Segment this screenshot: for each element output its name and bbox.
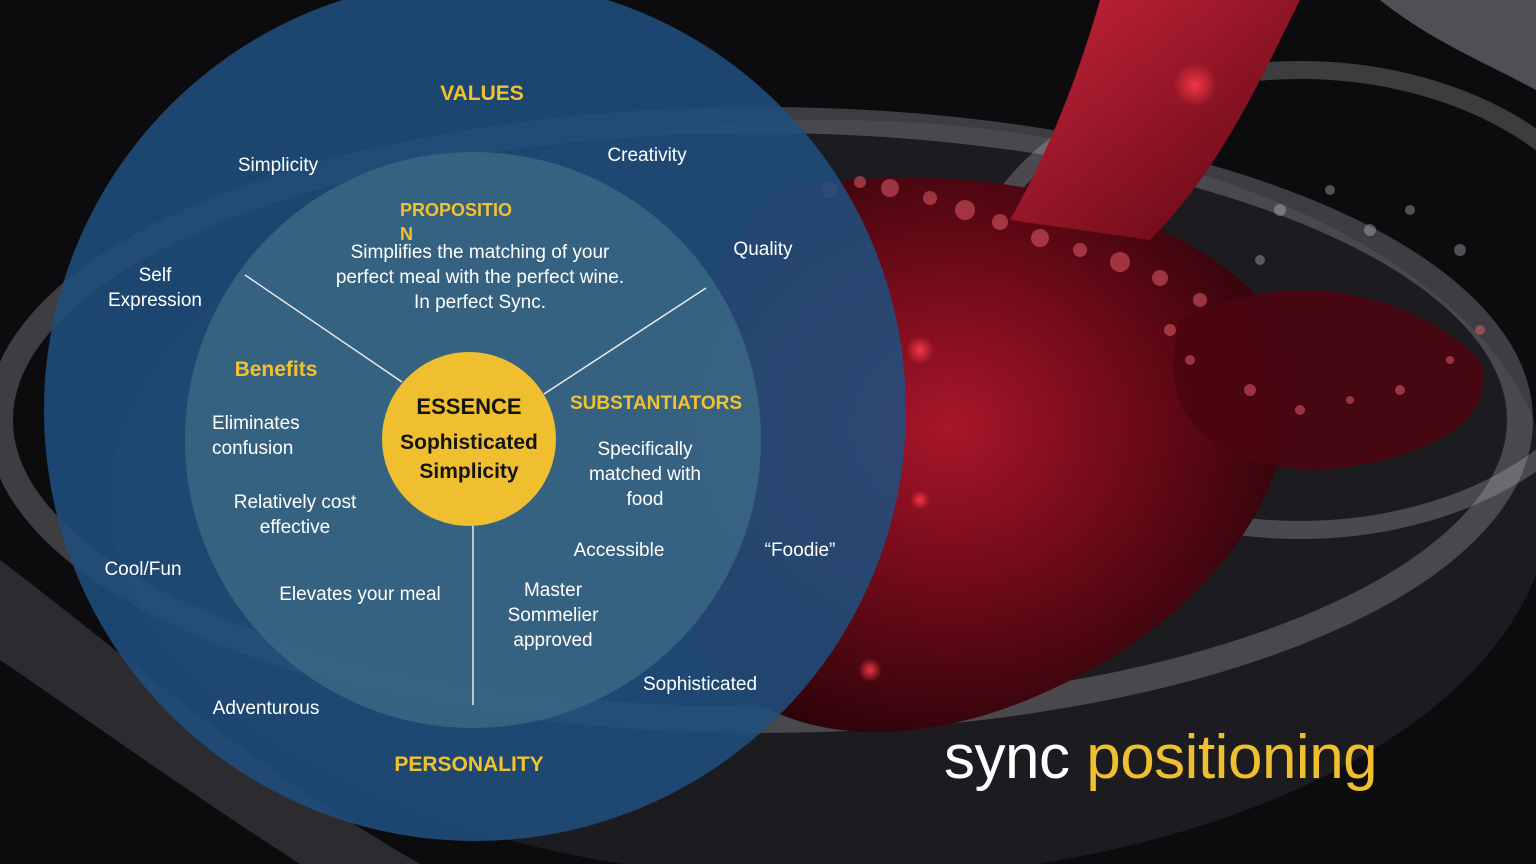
benefit-eliminates-confusion: Eliminates confusion (212, 413, 300, 459)
personality-adventurous: Adventurous (212, 698, 320, 719)
value-self-expression: Self Expression (108, 265, 202, 311)
value-simplicity: Simplicity (237, 155, 319, 176)
substantiator-accessible: Accessible (573, 540, 665, 561)
benefit-cost-effective: Relatively cost effective (233, 492, 357, 538)
personality-header: PERSONALITY (394, 753, 544, 776)
divider-line-right (543, 287, 707, 395)
proposition-text: Simplifies the matching of your perfect … (335, 242, 625, 313)
benefits-header: Benefits (234, 358, 318, 381)
values-header: VALUES (440, 82, 524, 105)
value-quality: Quality (733, 239, 793, 260)
substantiators-header: SUBSTANTIATORS (569, 393, 743, 414)
essence-header: ESSENCE (416, 393, 522, 419)
personality-sophisticated: Sophisticated (642, 674, 758, 695)
proposition-header: PROPOSITIO N (400, 200, 513, 244)
substantiator-matched-food: Specifically matched with food (589, 439, 701, 510)
personality-cool-fun: Cool/Fun (104, 559, 182, 580)
essence-text: Sophisticated Simplicity (400, 430, 538, 483)
essence-circle: ESSENCE Sophisticated Simplicity (382, 352, 556, 526)
title-word-sync: sync (944, 723, 1070, 792)
substantiator-master-sommelier: Master Sommelier approved (507, 580, 599, 651)
personality-foodie: “Foodie” (764, 540, 836, 561)
value-creativity: Creativity (607, 145, 687, 166)
slide-title: sync positioning (944, 718, 1378, 798)
benefit-elevates-meal: Elevates your meal (279, 584, 441, 605)
divider-line-left (244, 274, 403, 383)
title-word-positioning: positioning (1086, 723, 1378, 792)
